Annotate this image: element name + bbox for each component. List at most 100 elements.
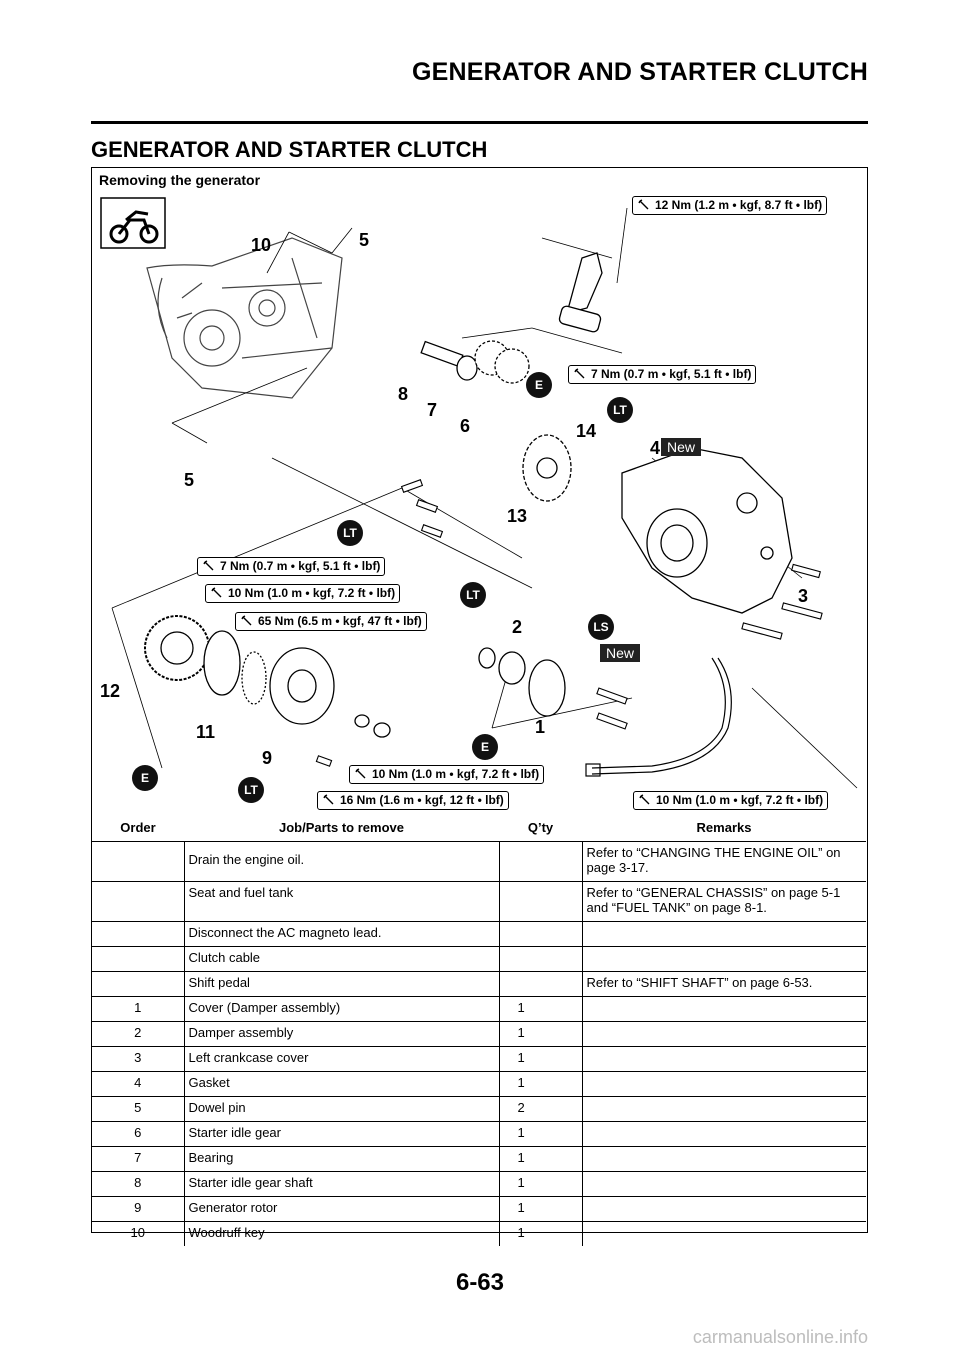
torque-spec-cover-bolts: 10 Nm (1.0 m • kgf, 7.2 ft • lbf) [633, 791, 829, 810]
shift-pedal [558, 252, 603, 333]
torque-value: 65 Nm (6.5 m • kgf, 47 ft • lbf) [258, 614, 422, 628]
cell-qty [499, 971, 583, 997]
torque-wrench-icon [241, 615, 252, 626]
cell-job: Starter idle gear [184, 1121, 500, 1147]
callout-14: 14 [576, 421, 597, 441]
torque-value: 12 Nm (1.2 m • kgf, 8.7 ft • lbf) [655, 198, 823, 212]
torque-spec-starter-clutch: 16 Nm (1.6 m • kgf, 12 ft • lbf) [317, 791, 509, 810]
cell-qty: 1 [499, 1221, 583, 1246]
locking-agent-mark: LT [337, 520, 363, 546]
cell-remarks [582, 996, 866, 1022]
torque-value: 7 Nm (0.7 m • kgf, 5.1 ft • lbf) [220, 559, 381, 573]
callout-5-bottom: 5 [184, 470, 195, 490]
cell-order: 3 [92, 1046, 185, 1072]
callout-7: 7 [427, 400, 438, 420]
column-header-qty: Q’ty [499, 813, 582, 842]
torque-spec-plate: 10 Nm (1.0 m • kgf, 7.2 ft • lbf) [205, 584, 401, 603]
torque-value: 7 Nm (0.7 m • kgf, 5.1 ft • lbf) [591, 367, 752, 381]
table-row: 3 Left crankcase cover 1 [92, 1046, 866, 1072]
column-header-order: Order [92, 813, 184, 842]
cell-job: Dowel pin [184, 1096, 500, 1122]
cell-remarks: Refer to “SHIFT SHAFT” on page 6-53. [582, 971, 866, 997]
exploded-diagram [100, 197, 858, 789]
crankcase-cover [621, 447, 793, 614]
torque-spec-shift-pedal: 12 Nm (1.2 m • kgf, 8.7 ft • lbf) [632, 196, 828, 215]
table-row: 9 Generator rotor 1 [92, 1196, 866, 1222]
callout-5-top: 5 [359, 230, 370, 250]
cell-qty: 1 [499, 1121, 583, 1147]
table-row: 2 Damper assembly 1 [92, 1021, 866, 1047]
column-header-job: Job/Parts to remove [184, 813, 499, 842]
cell-remarks [582, 1021, 866, 1047]
engine-oil-mark: E [526, 372, 552, 398]
diagram-caption: Removing the generator [99, 172, 261, 188]
cell-qty: 1 [499, 996, 583, 1022]
cell-remarks [582, 1121, 866, 1147]
torque-wrench-icon [355, 768, 366, 779]
torque-spec-stator: 7 Nm (0.7 m • kgf, 5.1 ft • lbf) [568, 365, 757, 384]
cell-order [92, 971, 185, 997]
cell-order [92, 921, 185, 947]
callout-12: 12 [100, 681, 121, 701]
cell-remarks [582, 1171, 866, 1197]
callout-8: 8 [398, 384, 409, 404]
cell-qty: 1 [499, 1196, 583, 1222]
cell-qty: 1 [499, 1171, 583, 1197]
cell-remarks [582, 1221, 866, 1246]
torque-wrench-icon [639, 794, 650, 805]
cell-job: Disconnect the AC magneto lead. [184, 921, 500, 947]
bolts [315, 479, 823, 767]
callout-11: 11 [196, 722, 216, 742]
cell-order: 6 [92, 1121, 185, 1147]
callout-13: 13 [507, 506, 528, 526]
locking-agent-mark: LT [238, 777, 264, 803]
torque-wrench-icon [638, 199, 649, 210]
torque-value: 10 Nm (1.0 m • kgf, 7.2 ft • lbf) [228, 586, 396, 600]
parts-removal-table: Order Job/Parts to remove Q’ty Remarks D… [92, 813, 866, 1246]
cell-job: Generator rotor [184, 1196, 500, 1222]
generator-lead [585, 657, 732, 777]
table-row: 6 Starter idle gear 1 [92, 1121, 866, 1147]
callout-10: 10 [251, 235, 272, 255]
cell-job: Starter idle gear shaft [184, 1171, 500, 1197]
crankcase-sketch [146, 237, 343, 399]
watermark: carmanualsonline.info [692, 1327, 868, 1347]
cell-job: Shift pedal [184, 971, 500, 997]
cell-order [92, 841, 185, 882]
engine-oil-mark: E [132, 765, 158, 791]
cell-order: 5 [92, 1096, 185, 1122]
motorcycle-icon [100, 197, 166, 249]
cell-order [92, 881, 185, 922]
table-row: 7 Bearing 1 [92, 1146, 866, 1172]
torque-value: 16 Nm (1.6 m • kgf, 12 ft • lbf) [340, 793, 504, 807]
callout-6: 6 [460, 416, 471, 436]
cell-job: Drain the engine oil. [184, 841, 500, 882]
table-row: Seat and fuel tank Refer to “GENERAL CHA… [92, 881, 866, 922]
column-header-remarks: Remarks [582, 813, 866, 842]
cell-job: Damper assembly [184, 1021, 500, 1047]
cell-remarks: Refer to “GENERAL CHASSIS” on page 5-1 a… [582, 881, 866, 922]
cell-job: Bearing [184, 1146, 500, 1172]
torque-value: 10 Nm (1.0 m • kgf, 7.2 ft • lbf) [372, 767, 540, 781]
cell-order: 7 [92, 1146, 185, 1172]
cell-order: 8 [92, 1171, 185, 1197]
table-row: Disconnect the AC magneto lead. [92, 921, 866, 947]
torque-wrench-icon [323, 794, 334, 805]
cell-qty: 2 [499, 1096, 583, 1122]
engine-oil-mark: E [472, 734, 498, 760]
cell-remarks [582, 946, 866, 972]
table-row: Drain the engine oil. Refer to “CHANGING… [92, 841, 866, 882]
locking-agent-mark: LT [607, 397, 633, 423]
callout-4: 4 [650, 438, 661, 458]
torque-spec-holder: 7 Nm (0.7 m • kgf, 5.1 ft • lbf) [197, 557, 386, 576]
cell-remarks [582, 1046, 866, 1072]
table-row: Shift pedal Refer to “SHIFT SHAFT” on pa… [92, 971, 866, 997]
cell-qty: 1 [499, 1046, 583, 1072]
table-row: 4 Gasket 1 [92, 1071, 866, 1097]
cell-order: 2 [92, 1021, 185, 1047]
table-header-row: Order Job/Parts to remove Q’ty Remarks [92, 813, 866, 842]
torque-spec-rotor-nut: 65 Nm (6.5 m • kgf, 47 ft • lbf) [235, 612, 427, 631]
cell-job: Woodruff key [184, 1221, 500, 1246]
callout-1: 1 [535, 717, 546, 737]
cell-order: 9 [92, 1196, 185, 1222]
